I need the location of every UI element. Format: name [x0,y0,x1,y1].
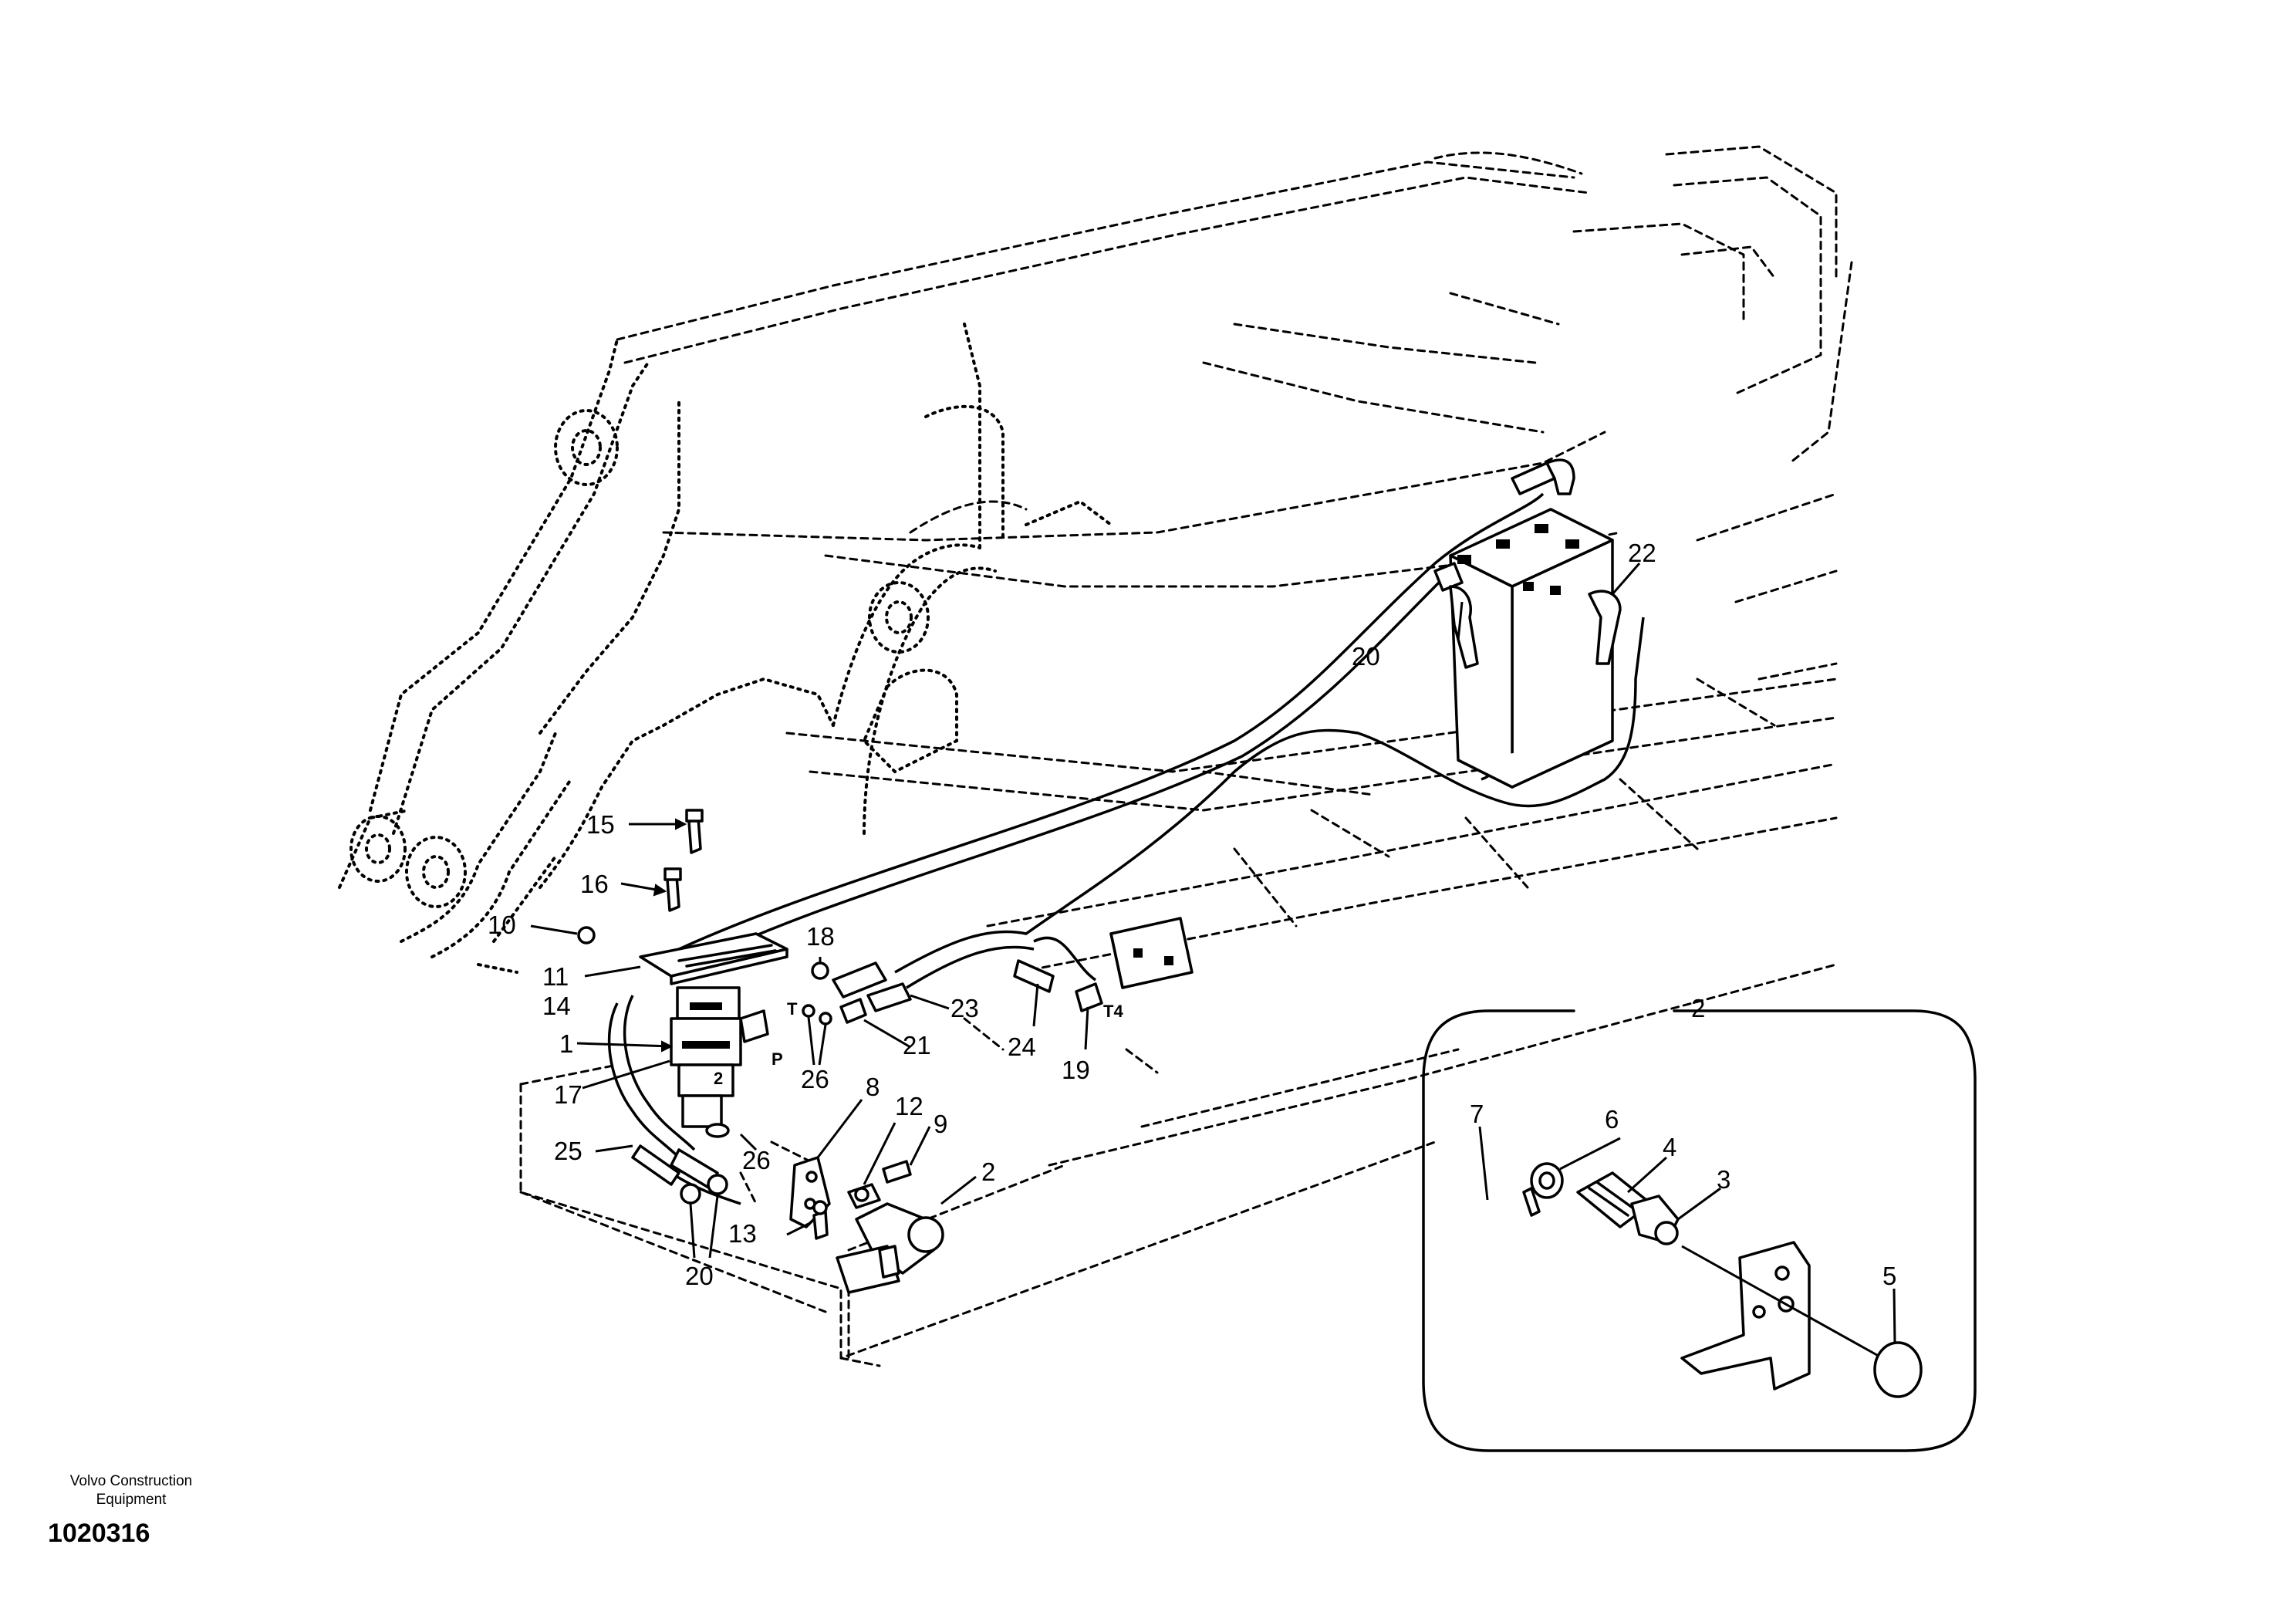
detail-title: 2 [1691,994,1705,1022]
callout-12: 12 [895,1092,923,1120]
pedal-valve-assembly [577,809,788,1128]
callout-25: 25 [554,1137,582,1165]
callout-23: 23 [950,994,979,1022]
detail-callout-3: 3 [1717,1165,1730,1194]
callout-11: 11 [542,962,569,991]
callout-9: 9 [934,1110,947,1138]
callout-8: 8 [866,1073,880,1101]
valve-fittings [1433,458,1622,669]
callout-24: 24 [1008,1032,1036,1061]
boom-outline [338,323,1113,974]
callout-19: 19 [1062,1056,1090,1084]
callout-15: 15 [586,810,615,839]
callout-17: 17 [554,1080,582,1109]
port-label-2: 2 [714,1069,723,1088]
port-label-t: T [787,999,798,1019]
detail-view-2: 2 7 6 4 3 5 [1422,994,1977,1452]
callout-26-lower: 26 [742,1146,771,1174]
callout-26-upper: 26 [801,1065,829,1093]
detail-callout-4: 4 [1663,1133,1676,1161]
callout-21: 21 [903,1031,931,1059]
port-label-p: P [772,1049,783,1069]
callout-13: 13 [728,1219,757,1248]
publisher-credit: Volvo Construction Equipment [69,1473,193,1508]
callout-18: 18 [806,922,835,951]
callout-20-right: 20 [1352,642,1380,671]
callout-group: 15 16 10 11 14 1 17 25 20 26 2 18 T P 26… [488,539,1656,1290]
detail-callout-5: 5 [1882,1262,1896,1290]
drawing-number: 1020316 [48,1519,150,1548]
callout-20-left: 20 [685,1262,714,1290]
valve-box-t4 [1109,917,1194,989]
callout-16: 16 [580,870,609,898]
callout-14: 14 [542,992,571,1020]
callout-10: 10 [488,911,516,939]
detail-callout-7: 7 [1470,1100,1484,1128]
port-label-t4: T4 [1103,1002,1123,1021]
lock-bracket-assembly [789,1156,944,1294]
callout-22: 22 [1628,539,1656,567]
callout-1: 1 [559,1029,573,1058]
callout-2-main: 2 [981,1157,995,1186]
machine-frame-phantom [519,145,1853,1367]
detail-callout-6: 6 [1605,1105,1619,1134]
